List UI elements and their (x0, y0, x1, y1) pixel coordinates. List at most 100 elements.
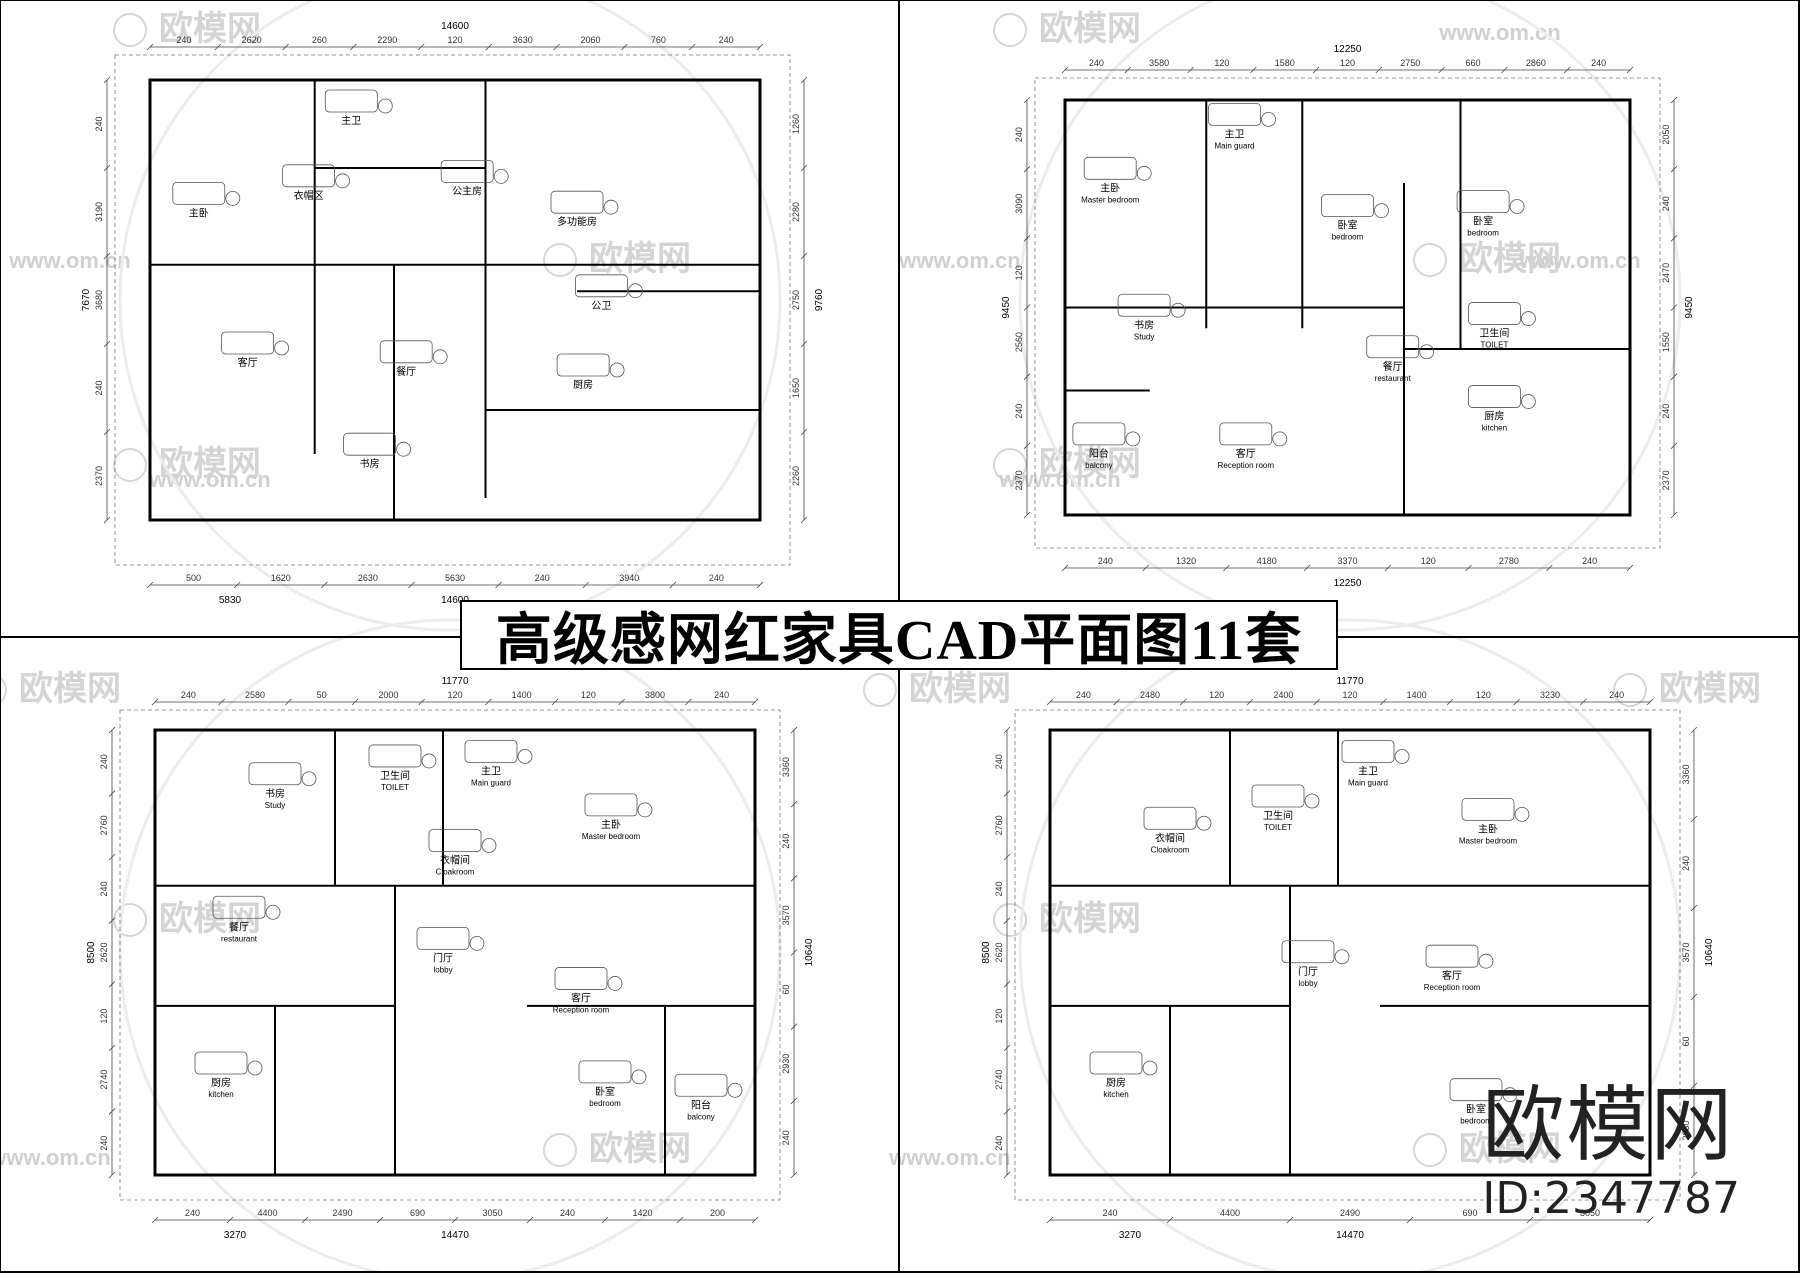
dim-top-tick (485, 698, 492, 706)
dim-top-tick (151, 698, 159, 706)
watermark-logo-icon (993, 13, 1027, 47)
watermark-text: 欧模网 (19, 670, 121, 708)
dim-left-tick (103, 516, 111, 524)
dim-top-tick (146, 43, 154, 51)
dim-top-tick (1375, 66, 1383, 74)
dim-right-tick (1670, 442, 1678, 450)
dim-bottom-label: 2490 (332, 1208, 352, 1218)
dim-left-tick (108, 1171, 116, 1179)
dim-top-label: 2580 (245, 690, 265, 700)
dim-top-label: 120 (447, 690, 462, 700)
dim-top-total: 14600 (441, 21, 469, 32)
watermark-logo-icon (543, 1133, 577, 1167)
room-label-en: bedroom (1332, 233, 1364, 242)
room-label-zh: 卫生间 (380, 769, 410, 782)
dim-bottom-label: 240 (1102, 1208, 1117, 1218)
dim-left-tick (103, 252, 111, 260)
room-label-zh: 门厅 (1298, 965, 1318, 978)
furniture-block (1089, 1051, 1143, 1075)
dim-left-label: 240 (99, 1136, 109, 1151)
furniture-chair (1136, 165, 1152, 181)
dim-top-tick (1313, 698, 1320, 706)
dim-top-label: 2860 (1526, 58, 1546, 68)
dim-top-tick (618, 698, 625, 706)
dim-right-total: 10640 (1704, 938, 1715, 966)
watermark-logo-icon (543, 243, 577, 277)
dim-right-tick (790, 726, 798, 734)
dim-top-tick (1446, 698, 1454, 706)
dim-left-tick (1003, 726, 1011, 734)
furniture-block (464, 740, 518, 763)
dim-top-label: 2480 (1140, 690, 1160, 700)
dim-top-label: 1400 (512, 690, 532, 700)
dim-left-label: 2620 (99, 942, 109, 962)
watermark-text: 欧模网 (159, 900, 261, 938)
dim-bottom-tick (495, 581, 502, 589)
watermark-layer: 欧模网欧模网欧模网欧模网欧模网欧模网欧模网欧模网欧模网欧模网欧模网欧模网欧模网w… (0, 0, 1761, 1278)
furniture-block (1281, 940, 1335, 964)
dim-left-label: 240 (99, 881, 109, 896)
furniture-chair (1334, 949, 1350, 965)
room-label-zh: 门厅 (433, 951, 453, 964)
furniture-chair (1304, 793, 1320, 809)
dim-top-tick (621, 43, 628, 51)
dim-right-tick (800, 428, 808, 436)
furniture-block (248, 762, 302, 786)
dim-top-tick (218, 698, 225, 706)
dim-right-tick (790, 1097, 798, 1105)
dim-top-label: 2000 (378, 690, 398, 700)
dim-left-total: 7670 (81, 288, 92, 311)
dim-right-label: 1550 (1661, 332, 1671, 352)
room-label-en: TOILET (1480, 341, 1508, 350)
room-label-zh: 公主房 (452, 184, 482, 197)
room-label-zh: 卧室 (595, 1085, 615, 1098)
furniture-chair (377, 98, 393, 114)
dim-top-tick (1380, 698, 1387, 706)
dim-right-label: 3360 (781, 757, 791, 777)
dim-top-label: 240 (719, 35, 734, 45)
dim-right-label: 1650 (791, 378, 801, 398)
dim-right-label: 240 (1681, 856, 1691, 871)
room-label-zh: 主卧 (189, 206, 209, 219)
room-label-zh: 客厅 (238, 356, 258, 369)
brand-stamp: 欧模网 ID:2347787 (1482, 1085, 1740, 1225)
dim-bottom-tick (751, 1216, 759, 1224)
room-label-zh: 卧室 (1473, 215, 1493, 228)
room-label-zh: 客厅 (1236, 447, 1256, 460)
watermark-logo-icon (113, 448, 147, 482)
watermark-url: www.om.cn (998, 467, 1120, 492)
dim-top-total: 12250 (1334, 44, 1362, 55)
room-label-en: Reception room (1424, 983, 1481, 992)
furniture-block (674, 1073, 728, 1097)
watermark-text: 欧模网 (1459, 240, 1561, 278)
furniture-chair (1394, 749, 1410, 764)
dim-bottom-tick (1465, 564, 1472, 572)
dim-bottom-tick (1046, 1216, 1054, 1224)
furniture-block (1425, 944, 1479, 968)
room-label-en: bedroom (1467, 229, 1499, 238)
dim-right-tick (1670, 373, 1678, 380)
room-label-zh: 卧室 (1338, 219, 1358, 232)
dim-right-tick (790, 949, 798, 956)
dim-left-label: 240 (994, 754, 1004, 769)
furniture-block (554, 967, 608, 990)
dim-bottom-total: 14470 (441, 1230, 469, 1241)
room-label-en: Main guard (1348, 779, 1388, 788)
dim-left-label: 2740 (99, 1070, 109, 1090)
room-label-zh: 主卧 (1100, 181, 1120, 194)
dim-top-tick (551, 698, 559, 706)
dim-left-tick (1023, 373, 1031, 380)
dim-top-label: 260 (312, 35, 327, 45)
dim-top-tick (1250, 66, 1257, 74)
dim-bottom-label: 240 (185, 1208, 200, 1218)
dim-top-label: 240 (181, 690, 196, 700)
dim-right-tick (1670, 235, 1678, 242)
dim-top-tick (351, 698, 359, 706)
furniture-chair (1419, 344, 1435, 360)
room-label-en: lobby (433, 965, 452, 974)
room-label-zh: 衣帽间 (1155, 831, 1185, 844)
room-label-en: kitchen (1103, 1090, 1128, 1099)
room-label-en: bedroom (1460, 1117, 1492, 1126)
furniture-chair (628, 283, 643, 299)
